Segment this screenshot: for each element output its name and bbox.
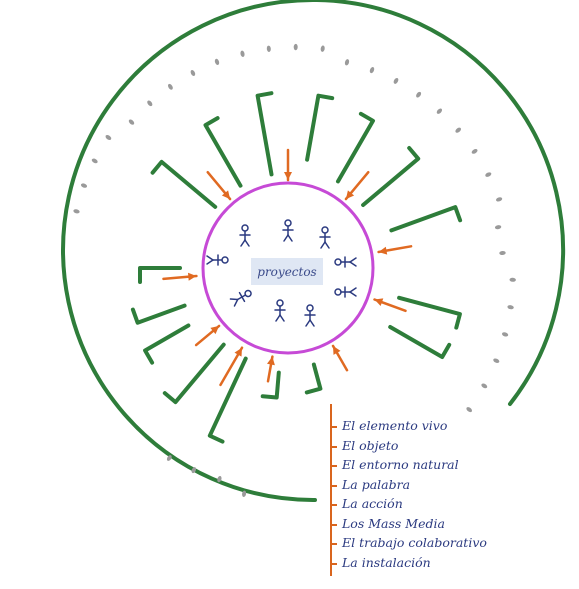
stick-figure <box>335 257 356 267</box>
figure-leg <box>284 235 288 241</box>
dot <box>454 127 461 134</box>
dot <box>80 183 87 189</box>
figure-head <box>222 257 228 263</box>
dot <box>415 91 422 99</box>
center-label: proyectos <box>251 258 323 285</box>
figure-leg <box>280 315 284 321</box>
arrow-head <box>188 273 196 281</box>
legend-item: La palabra <box>332 475 512 495</box>
green-ray <box>399 298 460 328</box>
green-ray <box>307 365 321 393</box>
dot <box>393 77 400 85</box>
stick-figure <box>283 220 293 241</box>
dot <box>501 332 508 338</box>
dot <box>320 45 325 52</box>
dot <box>73 209 80 215</box>
stick-figure <box>240 225 250 246</box>
figure-leg <box>350 262 356 266</box>
figure-head <box>335 259 341 265</box>
figure-head <box>335 289 341 295</box>
green-ray <box>307 96 332 160</box>
figure-leg <box>288 235 292 241</box>
green-ray <box>140 268 180 282</box>
dot <box>240 50 245 57</box>
green-ray <box>133 306 185 323</box>
dot <box>91 158 99 165</box>
legend-item: El entorno natural <box>332 455 512 475</box>
dot <box>267 45 272 52</box>
stick-figure <box>230 288 253 307</box>
figure-leg <box>306 320 310 326</box>
dot <box>105 134 113 141</box>
dot <box>499 251 506 255</box>
figure-leg <box>350 258 356 262</box>
green-ray <box>153 162 216 207</box>
dot <box>344 59 350 66</box>
legend-item: El trabajo colaborativo <box>332 533 512 553</box>
figure-head <box>307 305 313 311</box>
figure-head <box>277 300 283 306</box>
figure-leg <box>321 242 325 248</box>
dot <box>509 278 516 282</box>
dot <box>493 358 500 364</box>
legend-item: Los Mass Media <box>332 514 512 534</box>
figure-head <box>244 289 252 297</box>
figure-leg <box>207 260 213 264</box>
green-ray <box>165 345 224 403</box>
legend-item: La instalación <box>332 553 512 573</box>
stick-figure <box>320 227 330 248</box>
stick-figure <box>207 255 228 265</box>
figure-leg <box>350 288 356 292</box>
figure-leg <box>276 315 280 321</box>
figure-arms <box>240 293 245 302</box>
figure-head <box>242 225 248 231</box>
legend-list: El elemento vivoEl objetoEl entorno natu… <box>332 404 512 572</box>
dot <box>146 100 153 107</box>
green-ray <box>145 326 188 363</box>
figure-head <box>322 227 328 233</box>
figure-leg <box>310 320 314 326</box>
dot <box>167 83 174 91</box>
legend-item: La acción <box>332 494 512 514</box>
dot <box>369 66 375 73</box>
dot <box>190 69 196 77</box>
dot <box>471 148 479 155</box>
green-ray <box>363 148 418 205</box>
legend-item: El objeto <box>332 436 512 456</box>
green-ray <box>263 373 279 398</box>
figure-leg <box>207 256 213 260</box>
dot <box>128 118 135 125</box>
figure-leg <box>350 292 356 296</box>
dot <box>436 108 443 115</box>
dot <box>507 305 514 310</box>
figure-leg <box>232 300 239 306</box>
dot <box>214 58 220 65</box>
green-ray <box>390 327 449 357</box>
stick-figure <box>275 300 285 321</box>
dot <box>481 383 489 390</box>
arrow-head <box>284 172 292 180</box>
stick-figure <box>335 287 356 297</box>
legend-item: El elemento vivo <box>332 416 512 436</box>
figure-head <box>285 220 291 226</box>
figure-leg <box>325 242 329 248</box>
dot <box>485 171 492 177</box>
stick-figure <box>305 305 315 326</box>
dot <box>294 44 298 51</box>
dot <box>495 225 502 230</box>
green-ray <box>258 93 272 174</box>
green-ray <box>391 207 460 230</box>
dot <box>495 197 502 203</box>
figure-leg <box>245 240 249 246</box>
figure-leg <box>241 240 245 246</box>
